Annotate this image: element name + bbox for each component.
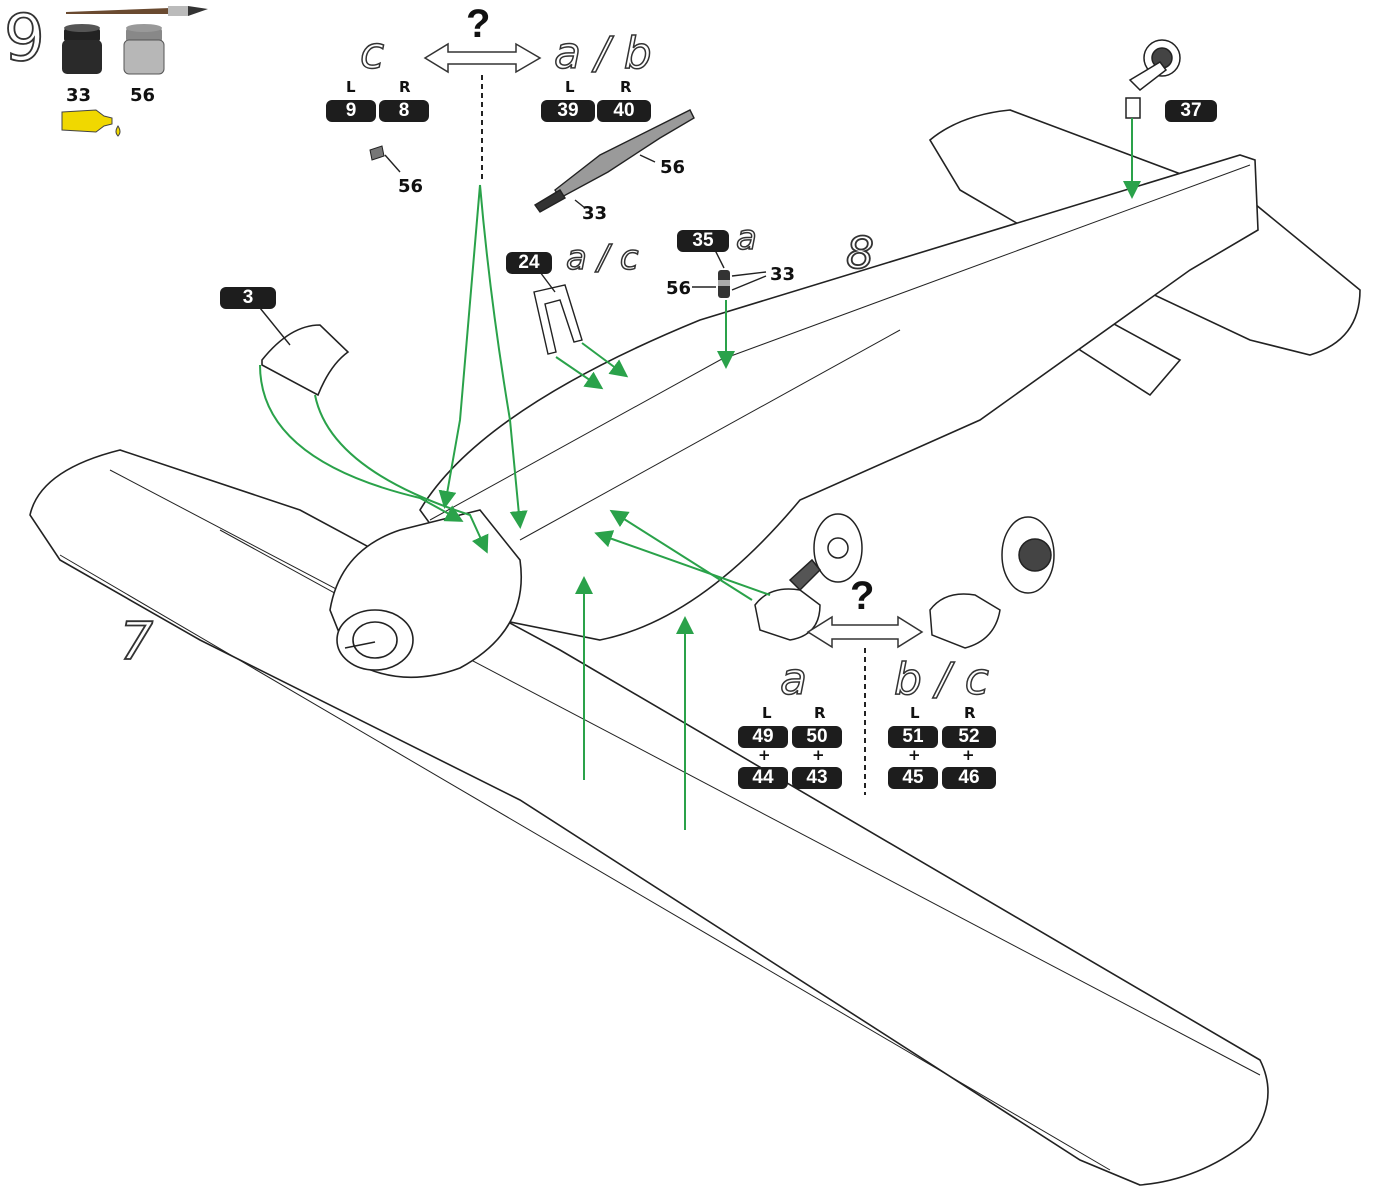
plus-sign: + (908, 746, 921, 764)
part-badge-8: 8 (379, 100, 429, 122)
step-number: 9 (3, 1, 46, 77)
paint-pot-56-icon (123, 24, 165, 75)
part-badge-44: 44 (738, 767, 788, 789)
part-badge-24: 24 (506, 252, 552, 274)
question-mark-top: ? (466, 2, 491, 46)
subassembly-8: 8 (845, 227, 875, 280)
option-bc-wheel-label: b / c (893, 653, 989, 706)
part-9-8-clip (369, 145, 385, 161)
part-39-40-strut (533, 109, 695, 213)
callout-56: 56 (666, 278, 692, 299)
part-badge-43: 43 (792, 767, 842, 789)
part-badge-37: 37 (1165, 100, 1217, 122)
tag-a: a (735, 217, 757, 259)
plus-sign: + (758, 746, 771, 764)
tag-a-c: a / c (565, 237, 639, 279)
callout-56: 56 (398, 176, 424, 197)
paint-pot-33-icon (62, 24, 102, 74)
right-label: R (964, 704, 976, 722)
plus-sign: + (962, 746, 975, 764)
part-badge-40: 40 (597, 100, 651, 122)
part-badge-51: 51 (888, 726, 938, 748)
part-badge-45: 45 (888, 767, 938, 789)
right-label: R (399, 78, 411, 96)
paintbrush-icon (66, 6, 208, 16)
paint-33-label: 33 (66, 85, 92, 106)
part-badge-46: 46 (942, 767, 996, 789)
glue-tube-icon (61, 109, 121, 137)
assembly-arrows (259, 118, 1141, 830)
option-ab-label: a / b (553, 27, 652, 80)
left-label: L (346, 78, 356, 96)
main-wheel-a (754, 513, 863, 641)
part-35-post (718, 270, 730, 298)
part-3-windshield (261, 324, 350, 397)
part-24-bracket (533, 284, 583, 355)
leader-lines (259, 154, 767, 346)
part-badge-9: 9 (326, 100, 376, 122)
paint-56-label: 56 (130, 85, 156, 106)
choice-arrow-top (423, 42, 542, 74)
part-37-tailwheel (1125, 39, 1181, 119)
part-badge-39: 39 (541, 100, 595, 122)
plus-sign: + (812, 746, 825, 764)
part-badge-50: 50 (792, 726, 842, 748)
callout-56: 56 (660, 157, 686, 178)
question-mark-bottom: ? (850, 574, 875, 618)
option-c-label: c (359, 27, 385, 80)
left-label: L (910, 704, 920, 722)
callout-33: 33 (770, 264, 796, 285)
right-label: R (814, 704, 826, 722)
option-a-wheel-label: a (779, 653, 807, 706)
part-badge-35: 35 (677, 230, 729, 252)
part-badge-3: 3 (220, 287, 276, 309)
left-label: L (762, 704, 772, 722)
part-badge-52: 52 (942, 726, 996, 748)
callout-33: 33 (582, 203, 608, 224)
right-label: R (620, 78, 632, 96)
part-badge-49: 49 (738, 726, 788, 748)
choice-arrow-bottom (806, 615, 924, 649)
left-label: L (565, 78, 575, 96)
main-wheel-bc (929, 516, 1055, 649)
subassembly-7: 7 (119, 611, 154, 673)
